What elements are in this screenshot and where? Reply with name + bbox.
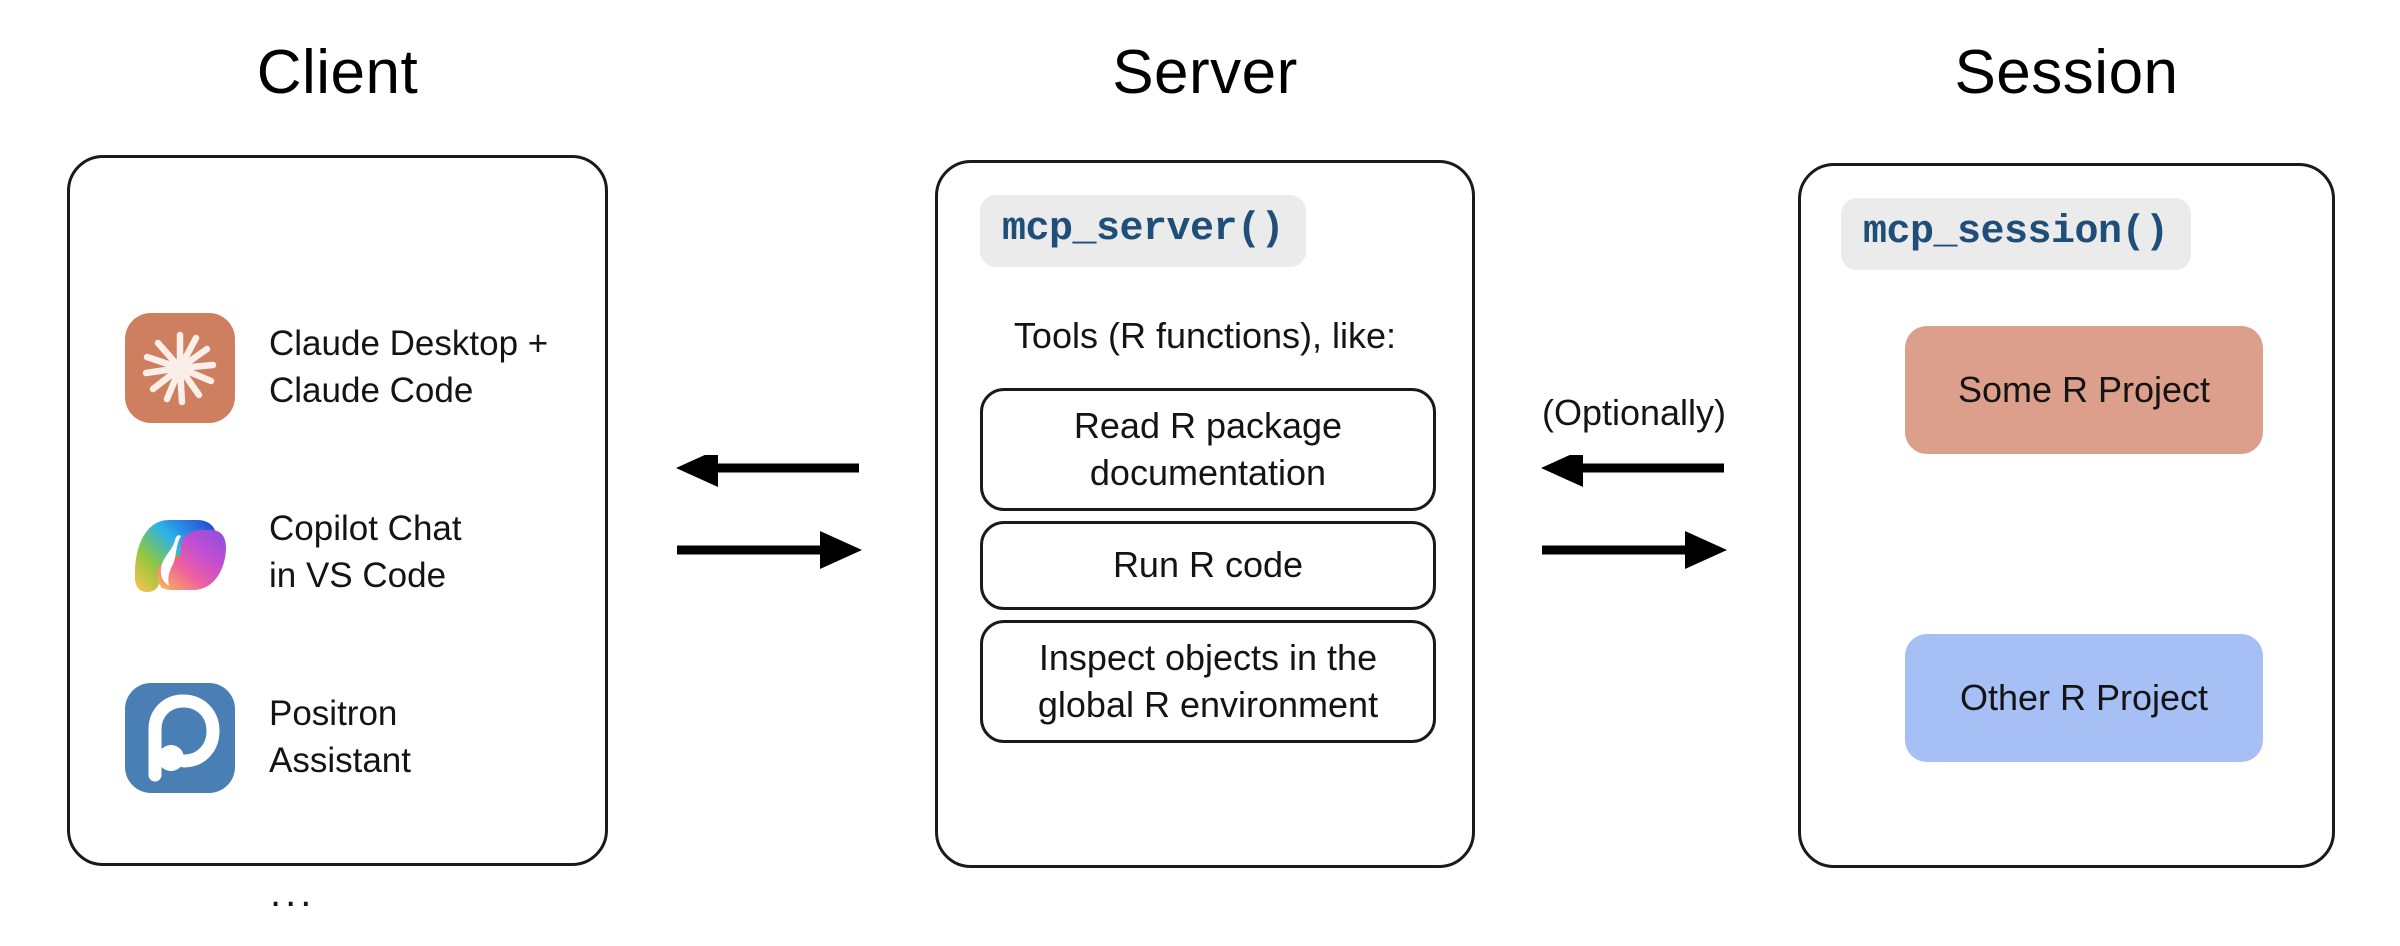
client-more-ellipsis: ... — [270, 871, 316, 915]
tool-box-read-docs[interactable]: Read R package documentation — [980, 388, 1436, 511]
column-title-client: Client — [256, 38, 419, 107]
tool-box-inspect-objs[interactable]: Inspect objects in the global R environm… — [980, 620, 1436, 743]
client-item-label: Copilot Chat in VS Code — [269, 509, 462, 595]
tool-box-run-code[interactable]: Run R code — [980, 521, 1436, 610]
client-panel: Claude Desktop + Claude Code — [67, 155, 608, 913]
claude-icon — [125, 313, 235, 423]
connector-server-session — [1539, 455, 1729, 575]
server-panel: mcp_server() Tools (R functions), like: … — [935, 160, 1475, 868]
copilot-icon — [125, 498, 235, 608]
column-title-session: Session — [1954, 38, 2179, 107]
client-item-copilot: Copilot Chat in VS Code — [125, 498, 462, 608]
tools-caption: Tools (R functions), like: — [1013, 315, 1397, 356]
connector-client-server — [674, 455, 864, 575]
client-item-label: Claude Desktop + Claude Code — [269, 324, 549, 410]
arrow-right-icon — [677, 531, 862, 569]
arrow-right-icon — [1542, 531, 1727, 569]
session-panel: mcp_session() Some R Project Other R Pro… — [1798, 163, 2335, 868]
mcp-session-function-pill: mcp_session() — [1841, 198, 2191, 270]
arrow-left-icon — [676, 455, 859, 487]
arrow-left-icon — [1541, 455, 1724, 487]
client-item-claude: Claude Desktop + Claude Code — [125, 313, 548, 423]
project-box-some-r-project[interactable]: Some R Project — [1905, 326, 2263, 454]
client-item-positron: Positron Assistant — [125, 683, 411, 793]
mcp-server-function-pill: mcp_server() — [980, 195, 1307, 267]
client-item-label: Positron Assistant — [269, 694, 411, 780]
project-box-other-r-project[interactable]: Other R Project — [1905, 634, 2263, 762]
column-title-server: Server — [1112, 38, 1298, 107]
positron-icon — [125, 683, 235, 793]
optionally-label: (Optionally) — [1541, 392, 1727, 433]
